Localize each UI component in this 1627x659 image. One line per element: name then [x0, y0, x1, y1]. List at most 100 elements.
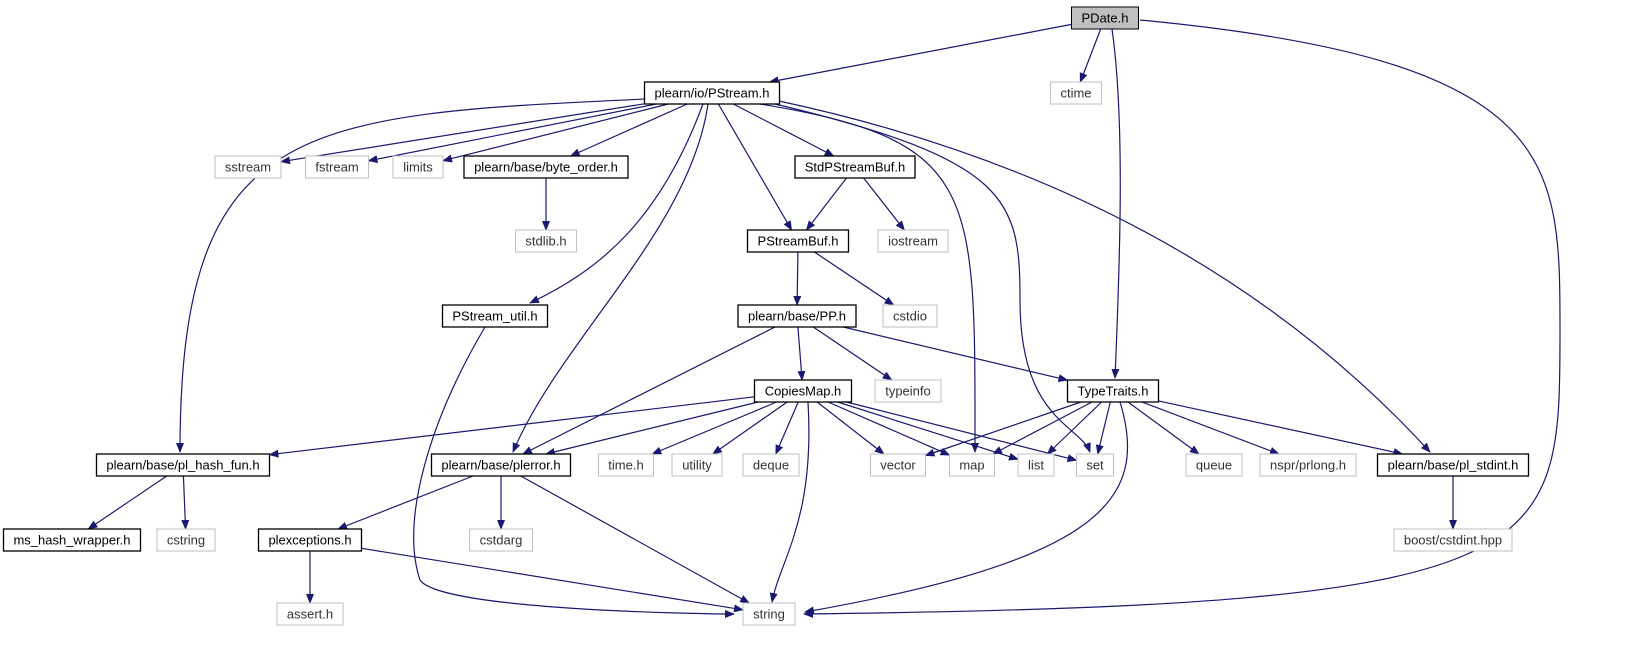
node-box: [742, 602, 796, 626]
node-box: [870, 453, 926, 477]
edge-hash-fun-to-ms-hash: [87, 475, 168, 530]
node-limits: limits: [392, 155, 444, 179]
node-typeinfo: typeinfo: [874, 379, 942, 403]
node-label: set: [1086, 458, 1104, 473]
edge-plerror-to-string: [520, 475, 751, 604]
node-box: [214, 155, 282, 179]
node-pdate[interactable]: PDate.h: [1071, 6, 1139, 30]
node-box: [1393, 528, 1513, 552]
node-label: fstream: [315, 160, 358, 175]
node-label: cstdio: [893, 309, 927, 324]
node-box: [874, 379, 942, 403]
node-fstream: fstream: [305, 155, 369, 179]
node-label: limits: [403, 160, 433, 175]
node-box: [463, 155, 629, 179]
edge-pstream-util-to-string: [413, 326, 735, 618]
node-label: vector: [880, 458, 916, 473]
edge-pstreambuf-to-pp: [793, 251, 802, 306]
edge-pstream-to-pstream-util: [529, 103, 704, 304]
node-cstdarg: cstdarg: [469, 528, 533, 552]
edge-copiesmap-to-deque: [775, 401, 799, 455]
edge-pstream-to-fstream: [367, 103, 657, 163]
node-box: [1076, 453, 1114, 477]
node-label: StdPStreamBuf.h: [805, 160, 905, 175]
node-label: utility: [682, 458, 712, 473]
node-box: [257, 528, 363, 552]
node-label: TypeTraits.h: [1077, 384, 1148, 399]
edge-typetraits-to-stdint: [1158, 400, 1404, 456]
edge-copiesmap-to-map: [827, 401, 951, 456]
node-box: [949, 453, 995, 477]
node-box: [305, 155, 369, 179]
node-plerror[interactable]: plearn/base/plerror.h: [430, 453, 572, 477]
node-label: plearn/base/plerror.h: [441, 458, 560, 473]
node-label: PDate.h: [1082, 11, 1129, 26]
node-pstream[interactable]: plearn/io/PStream.h: [643, 81, 781, 105]
edge-pstream-to-sstream: [280, 103, 645, 165]
node-box: [1259, 453, 1357, 477]
edge-stdpsb-to-iostream: [863, 177, 906, 231]
edge-pstream-to-stdpsb: [733, 103, 835, 157]
node-box: [1017, 453, 1055, 477]
node-prlong: nspr/prlong.h: [1259, 453, 1357, 477]
node-label: queue: [1196, 458, 1232, 473]
node-label: PStream_util.h: [452, 309, 537, 324]
node-pstreambuf[interactable]: PStreamBuf.h: [746, 229, 850, 253]
node-ms-hash[interactable]: ms_hash_wrapper.h: [2, 528, 142, 552]
edge-hash-fun-to-cstring: [181, 475, 190, 530]
edge-pp-to-typeinfo: [812, 326, 893, 381]
node-label: map: [959, 458, 984, 473]
node-label: plearn/io/PStream.h: [655, 86, 770, 101]
node-box: [95, 453, 271, 477]
node-label: cstdarg: [480, 533, 523, 548]
node-box: [2, 528, 142, 552]
node-boost-cstdint: boost/cstdint.hpp: [1393, 528, 1513, 552]
node-pp[interactable]: plearn/base/PP.h: [737, 304, 857, 328]
node-label: CopiesMap.h: [765, 384, 842, 399]
nodes-layer: PDate.h plearn/io/PStream.h ctime sstream fs…: [2, 6, 1530, 626]
node-vector: vector: [870, 453, 926, 477]
node-box: [156, 528, 216, 552]
node-label: typeinfo: [885, 384, 931, 399]
edge-copiesmap-to-hash-fun: [268, 396, 755, 458]
node-pstream-util[interactable]: PStream_util.h: [441, 304, 549, 328]
node-deque: deque: [742, 453, 800, 477]
edge-pstream-to-byte-order: [569, 103, 688, 157]
node-label: boost/cstdint.hpp: [1404, 533, 1502, 548]
edge-pstream-to-stdint: [778, 100, 1431, 453]
node-byte-order[interactable]: plearn/base/byte_order.h: [463, 155, 629, 179]
node-label: stdlib.h: [525, 234, 566, 249]
node-label: list: [1028, 458, 1044, 473]
node-label: nspr/prlong.h: [1270, 458, 1346, 473]
node-box: [392, 155, 444, 179]
edge-typetraits-to-prlong: [1141, 401, 1280, 455]
edge-typetraits-to-vector: [924, 401, 1082, 457]
edge-copiesmap-to-plerror: [544, 401, 759, 456]
node-stdint[interactable]: plearn/base/pl_stdint.h: [1376, 453, 1530, 477]
node-plexceptions[interactable]: plexceptions.h: [257, 528, 363, 552]
node-box: [794, 155, 916, 179]
edge-pdate-to-typetraits: [1111, 28, 1121, 379]
edge-typetraits-to-string: [804, 401, 1129, 615]
node-cstring: cstring: [156, 528, 216, 552]
node-label: string: [753, 607, 785, 622]
edge-copiesmap-to-set: [846, 401, 1078, 462]
node-ctime: ctime: [1050, 81, 1102, 105]
node-sstream: sstream: [214, 155, 282, 179]
edge-pp-to-copiesmap: [797, 326, 806, 381]
node-box: [671, 453, 723, 477]
node-typetraits[interactable]: TypeTraits.h: [1066, 379, 1160, 403]
node-label: cstring: [167, 533, 205, 548]
node-stdpsb[interactable]: StdPStreamBuf.h: [794, 155, 916, 179]
node-copiesmap[interactable]: CopiesMap.h: [753, 379, 853, 403]
edge-copiesmap-to-vector: [816, 401, 885, 455]
node-iostream: iostream: [877, 229, 949, 253]
node-box: [643, 81, 781, 105]
node-hash-fun[interactable]: plearn/base/pl_hash_fun.h: [95, 453, 271, 477]
node-label: assert.h: [287, 607, 333, 622]
node-map: map: [949, 453, 995, 477]
edge-pstream-to-plerror: [512, 103, 709, 453]
edge-plerror-to-plexceptions: [337, 475, 474, 530]
node-box: [430, 453, 572, 477]
node-label: plearn/base/PP.h: [748, 309, 846, 324]
